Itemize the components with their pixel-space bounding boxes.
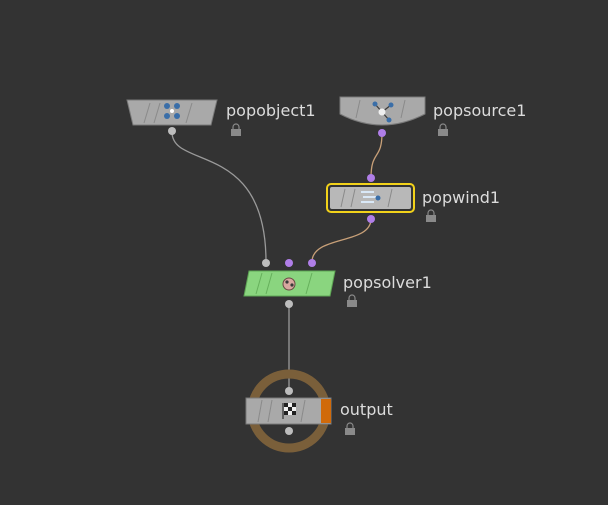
wire-popwind1-to-popsolver1[interactable] — [311, 218, 372, 263]
node-popsolver1-input-port-2[interactable] — [285, 259, 293, 267]
node-popsolver1-output-port[interactable] — [285, 300, 293, 308]
node-popwind1-input-port[interactable] — [367, 174, 375, 182]
pop-object-icon — [164, 103, 180, 119]
wire-popobject1-to-popsolver1[interactable] — [171, 131, 267, 263]
popsolver1-lock-icon[interactable] — [347, 294, 357, 307]
node-popwind1-output-port[interactable] — [367, 215, 375, 223]
node-label-output: output — [340, 400, 393, 419]
node-popsource1[interactable] — [339, 96, 426, 137]
node-popobject1[interactable] — [126, 99, 218, 135]
node-popwind1-selection-outline — [326, 183, 415, 213]
node-output-display-flag[interactable] — [321, 399, 331, 423]
node-label-popsource1: popsource1 — [433, 101, 527, 120]
node-popwind1[interactable] — [326, 174, 415, 223]
popsource1-lock-icon[interactable] — [438, 123, 448, 136]
pop-wind-icon — [361, 191, 381, 203]
node-output-output-port[interactable] — [285, 427, 293, 435]
node-popsolver1[interactable] — [243, 259, 336, 308]
node-output-input-port[interactable] — [285, 387, 293, 395]
node-label-popsolver1: popsolver1 — [343, 273, 432, 292]
node-label-popobject1: popobject1 — [226, 101, 316, 120]
node-popsolver1-input-port-1[interactable] — [262, 259, 270, 267]
popobject1-lock-icon[interactable] — [231, 123, 241, 136]
node-popsource1-output-port[interactable] — [378, 129, 386, 137]
pop-solver-icon — [282, 277, 296, 291]
node-popobject1-output-port[interactable] — [168, 127, 176, 135]
wire-popsource1-to-popwind1[interactable] — [370, 132, 383, 179]
output-checkered-flag-icon — [282, 403, 296, 419]
node-label-popwind1: popwind1 — [422, 188, 501, 207]
node-output[interactable] — [245, 369, 332, 453]
pop-source-icon — [372, 101, 394, 123]
node-popsolver1-input-port-3[interactable] — [308, 259, 316, 267]
popwind1-lock-icon[interactable] — [426, 209, 436, 222]
output-lock-icon[interactable] — [345, 422, 355, 435]
